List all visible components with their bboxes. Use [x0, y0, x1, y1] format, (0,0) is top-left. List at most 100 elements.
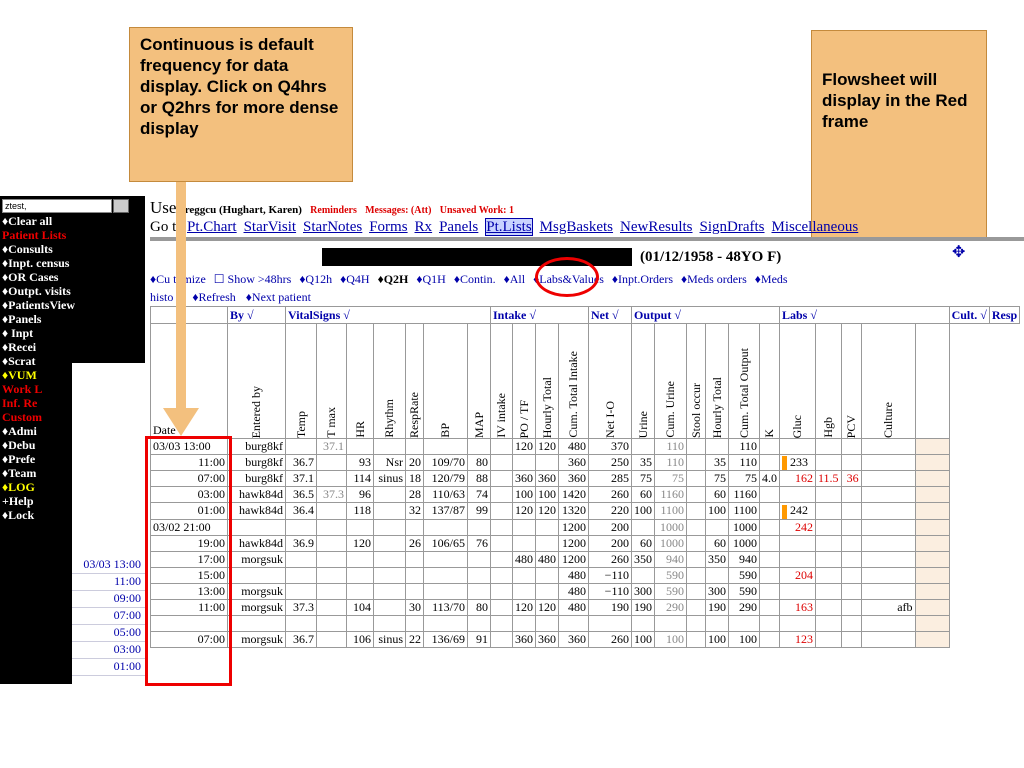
nav-item[interactable]: ♦LOG: [2, 480, 35, 494]
column-group-header[interactable]: By √: [227, 306, 286, 324]
flowsheet-option[interactable]: ♦Q12h: [299, 272, 333, 286]
goto-link[interactable]: NewResults: [620, 219, 693, 235]
column-group-header[interactable]: Resp: [988, 306, 1021, 324]
nav-time-item[interactable]: 05:00: [72, 625, 145, 642]
table-cell: 18: [405, 470, 424, 488]
nav-item[interactable]: ♦Inpt. census: [2, 256, 70, 270]
nav-time-item[interactable]: 03/03 13:00: [72, 557, 145, 574]
flowsheet-option[interactable]: ♦Next patient: [245, 290, 311, 304]
nav-time-item[interactable]: 11:00: [72, 574, 145, 591]
table-cell: [705, 518, 729, 536]
flowsheet-option[interactable]: ♦Q1H: [416, 272, 446, 286]
reminders-link[interactable]: Reminders: [310, 205, 357, 216]
table-cell: [914, 438, 950, 455]
column-group-header[interactable]: Cult. √: [948, 306, 990, 324]
goto-link[interactable]: StarNotes: [303, 219, 363, 235]
table-cell: 91: [467, 630, 491, 648]
table-cell: 120: [512, 438, 536, 455]
goto-link[interactable]: Rx: [414, 219, 433, 235]
nav-item[interactable]: ♦Debu: [2, 438, 36, 452]
goto-link[interactable]: SignDrafts: [699, 219, 765, 235]
nav-item[interactable]: ♦Team: [2, 466, 37, 480]
flowsheet-option[interactable]: histo y: [150, 290, 183, 304]
messages-link[interactable]: Messages: (: [365, 205, 415, 216]
nav-item[interactable]: ♦Lock: [2, 508, 35, 522]
table-cell: [316, 453, 347, 472]
column-group-header[interactable]: Output √: [631, 306, 780, 324]
flowsheet-option[interactable]: ♦Q4H: [340, 272, 370, 286]
nav-item[interactable]: ♦Outpt. visits: [2, 284, 71, 298]
flowsheet-option[interactable]: ☐ Show >48hrs: [213, 272, 292, 286]
nav-time-item[interactable]: 09:00: [72, 591, 145, 608]
column-group-header[interactable]: VitalSigns √: [285, 306, 491, 324]
nav-item[interactable]: ♦Scrat: [2, 354, 36, 368]
table-cell: [860, 518, 916, 536]
goto-link[interactable]: StarVisit: [243, 219, 297, 235]
nav-item[interactable]: ♦PatientsView: [2, 298, 75, 312]
search-button[interactable]: [113, 199, 129, 213]
table-cell: [840, 582, 862, 600]
table-cell: [405, 550, 424, 568]
nav-item[interactable]: ♦ Inpt: [2, 326, 34, 340]
goto-link[interactable]: MsgBaskets: [539, 219, 614, 235]
nav-time-item[interactable]: 03:00: [72, 642, 145, 659]
column-header-label: HR: [352, 421, 367, 438]
nav-item[interactable]: ♦VUM: [2, 368, 37, 382]
flowsheet-option[interactable]: ♦Contin.: [453, 272, 496, 286]
flowsheet-option[interactable]: ♦Meds: [754, 272, 788, 286]
goto-link[interactable]: Forms: [369, 219, 408, 235]
nav-time-item[interactable]: 01:00: [72, 659, 145, 676]
column-header-label: MAP: [471, 411, 486, 438]
callout-continuous-default: Continuous is default frequency for data…: [129, 27, 353, 182]
nav-item[interactable]: ♦Panels: [2, 312, 42, 326]
nav-time-item[interactable]: 07:00: [72, 608, 145, 625]
nav-item[interactable]: ♦Prefe: [2, 452, 36, 466]
table-cell: 300: [705, 582, 729, 600]
flowsheet-option[interactable]: ♦All: [503, 272, 526, 286]
column-group-header[interactable]: Labs √: [779, 306, 950, 324]
flowsheet-option[interactable]: ♦Inpt.Orders: [611, 272, 673, 286]
table-cell: [490, 550, 513, 568]
table-cell: [914, 582, 950, 600]
flowsheet-option[interactable]: ♦Meds orders: [681, 272, 747, 286]
nav-item[interactable]: ♦Consults: [2, 242, 53, 256]
flowsheet-option[interactable]: ♦Refresh: [192, 290, 236, 304]
table-cell: 30: [405, 598, 424, 616]
table-cell: [423, 518, 468, 536]
table-cell: [815, 630, 842, 648]
goto-link[interactable]: Pt.Lists: [485, 218, 533, 236]
goto-link[interactable]: Miscellaneous: [771, 219, 859, 235]
table-cell: 1100: [728, 502, 760, 520]
column-header-label: PCV: [843, 414, 858, 438]
table-cell: 123: [779, 630, 816, 648]
table-cell: [686, 518, 706, 536]
move-arrows-icon[interactable]: ✥: [952, 242, 966, 261]
goto-link[interactable]: Panels: [439, 219, 479, 235]
table-cell: 36.9: [285, 534, 317, 552]
column-group-header[interactable]: Net √: [588, 306, 632, 324]
patient-search-input[interactable]: ztest,: [2, 199, 112, 213]
table-cell: [285, 438, 317, 455]
nav-item[interactable]: ♦Clear all: [2, 214, 53, 228]
table-cell: 1160: [728, 486, 760, 504]
table-cell: 370: [588, 438, 632, 455]
unsaved-work-link[interactable]: Unsaved Work: 1: [439, 205, 514, 216]
nav-item[interactable]: +Help: [2, 494, 34, 508]
table-cell: [860, 566, 916, 584]
nav-item[interactable]: ♦Recei: [2, 340, 37, 354]
column-header-label: Temp: [293, 410, 308, 438]
nav-item[interactable]: ♦Admi: [2, 424, 37, 438]
column-header: Entered by: [227, 323, 286, 439]
table-cell: 75: [631, 470, 655, 488]
column-group-header[interactable]: [150, 306, 228, 324]
goto-link[interactable]: Pt.Chart: [187, 219, 237, 235]
flowsheet-option[interactable]: ♦Q2H: [378, 272, 409, 286]
table-cell: 1320: [558, 502, 589, 520]
table-cell: 1200: [558, 550, 589, 568]
table-cell: 32: [405, 502, 424, 520]
nav-item[interactable]: ♦OR Cases: [2, 270, 59, 284]
column-group-header[interactable]: Intake √: [490, 306, 589, 324]
table-cell: [686, 486, 706, 504]
table-cell: [759, 582, 780, 600]
